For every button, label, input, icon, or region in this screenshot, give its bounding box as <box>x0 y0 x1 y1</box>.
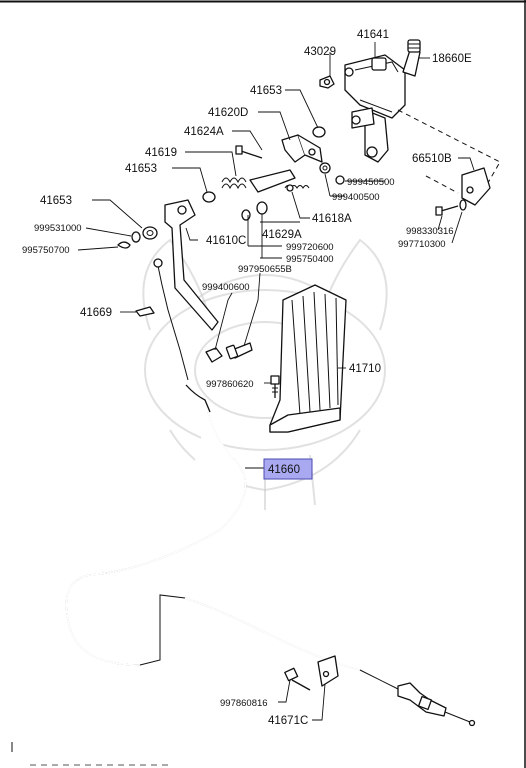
arm-41620D <box>281 134 323 163</box>
bolt-998330316 <box>435 205 459 216</box>
pedal-bracket-41641 <box>344 54 406 163</box>
washer-999400500 <box>319 162 331 174</box>
cable-41660 <box>65 258 247 666</box>
clip-41669 <box>135 306 155 317</box>
label-995750400[interactable]: 995750400 <box>286 254 334 265</box>
label-18660E[interactable]: 18660E <box>432 53 472 65</box>
label-999531000[interactable]: 999531000 <box>34 223 82 234</box>
leader-lines <box>77 42 475 721</box>
label-41641[interactable]: 41641 <box>357 29 389 41</box>
label-999720600[interactable]: 999720600 <box>286 242 334 253</box>
part-labels: 41641 43029 18660E 41653 41620D 41624A 4… <box>22 29 472 727</box>
label-41671C[interactable]: 41671C <box>268 715 308 727</box>
pin-41624A <box>235 145 263 159</box>
stopper-41653-mid <box>202 191 216 203</box>
label-997860620[interactable]: 997860620 <box>206 379 254 390</box>
pedal-41710 <box>269 284 347 433</box>
label-41629A[interactable]: 41629A <box>262 229 302 241</box>
bracket-66510B <box>461 167 491 206</box>
nut-999400600 <box>205 347 223 363</box>
label-997710300[interactable]: 997710300 <box>398 239 446 250</box>
label-41624A[interactable]: 41624A <box>184 126 224 138</box>
screw-997860816 <box>284 667 311 691</box>
label-999400500[interactable]: 999400500 <box>332 192 380 203</box>
stopper-41653-left <box>142 226 158 240</box>
label-998330316[interactable]: 998330316 <box>406 226 454 237</box>
alignment-line-bracket <box>397 109 501 201</box>
washer-999531000 <box>131 231 141 243</box>
bushing-41629A <box>256 201 268 215</box>
bracket-41671C <box>317 655 339 687</box>
highlight-box-41660 <box>263 458 313 480</box>
label-41618A[interactable]: 41618A <box>312 213 352 225</box>
label-41653-left[interactable]: 41653 <box>40 195 72 207</box>
label-995750700[interactable]: 995750700 <box>22 245 70 256</box>
stopper-41653-top <box>312 126 326 138</box>
label-999450500[interactable]: 999450500 <box>347 177 395 188</box>
label-43029[interactable]: 43029 <box>304 46 336 58</box>
label-41620D[interactable]: 41620D <box>208 107 248 119</box>
link-41618A <box>249 169 310 193</box>
grommet-43029 <box>319 75 335 89</box>
collar-999720600 <box>241 209 251 221</box>
bolt-997950655B <box>225 342 253 360</box>
alignment-line-switch <box>425 175 459 194</box>
washer-997710300 <box>459 199 467 211</box>
spring-41619 <box>221 177 247 190</box>
label-66510B[interactable]: 66510B <box>412 153 452 165</box>
label-41619[interactable]: 41619 <box>145 147 177 159</box>
label-41660[interactable]: 41660 <box>268 464 300 476</box>
cable-break-marker <box>139 594 186 666</box>
label-997860816[interactable]: 997860816 <box>220 698 268 709</box>
clip-995750700 <box>117 241 131 249</box>
label-41710[interactable]: 41710 <box>349 363 381 375</box>
label-997950655B[interactable]: 997950655B <box>238 264 292 275</box>
lever-41610C <box>164 199 219 331</box>
label-999400600[interactable]: 999400600 <box>202 282 250 293</box>
label-41669[interactable]: 41669 <box>80 307 112 319</box>
switch-18660E <box>402 39 421 77</box>
nut-999450500 <box>335 175 345 185</box>
label-41610C[interactable]: 41610C <box>206 235 246 247</box>
label-41653-mid[interactable]: 41653 <box>125 163 157 175</box>
screw-997860620 <box>270 375 280 398</box>
label-41653-top[interactable]: 41653 <box>250 85 282 97</box>
